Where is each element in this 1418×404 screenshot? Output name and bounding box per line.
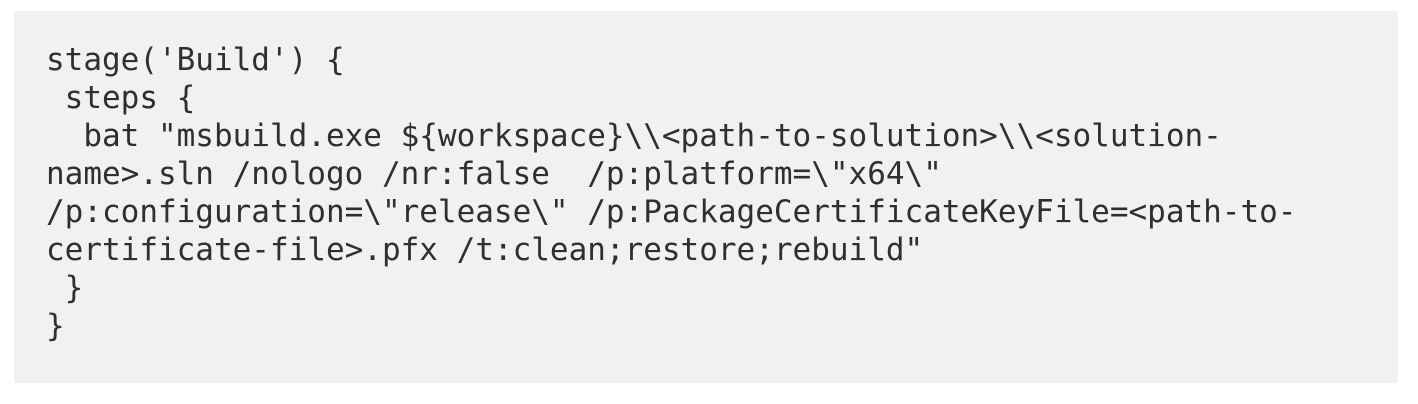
code-text: stage('Build') { steps { bat "msbuild.ex… <box>46 42 1297 344</box>
code-block: stage('Build') { steps { bat "msbuild.ex… <box>14 11 1398 383</box>
